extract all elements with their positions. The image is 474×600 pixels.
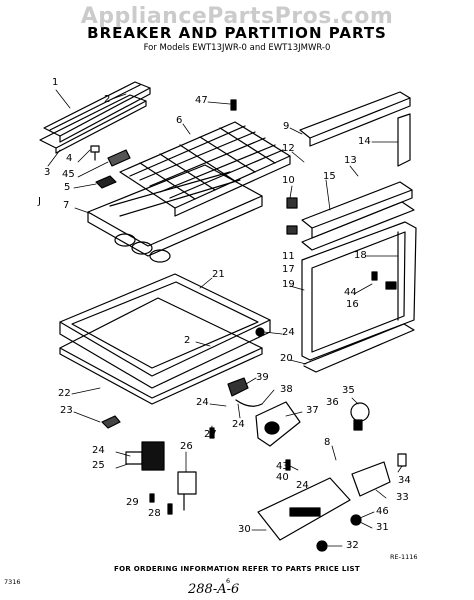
part-5-block	[95, 175, 117, 189]
part-46-knob	[350, 514, 362, 526]
callout-39: 39	[256, 372, 269, 383]
callout-46: 46	[376, 506, 389, 517]
callout-21: 21	[212, 269, 225, 280]
callout-24b: 24	[196, 397, 209, 408]
part-29-screw	[149, 493, 155, 503]
part-30-control-panel	[257, 477, 351, 541]
part-14-trim	[397, 113, 411, 167]
watermark: AppliancePartsPros.com	[80, 4, 394, 29]
figure-code: RE-1116	[390, 553, 418, 561]
callout-10: 10	[282, 175, 295, 186]
callout-2: 2	[104, 94, 111, 105]
part-4-screw	[90, 145, 100, 161]
diagram-subtitle: For Models EWT13JWR-0 and EWT13JMWR-0	[143, 43, 331, 53]
callout-32: 32	[346, 540, 359, 551]
callout-29: 29	[126, 497, 139, 508]
part-11-bracket	[286, 225, 298, 235]
callout-19: 19	[282, 279, 295, 290]
callout-3: 3	[44, 167, 51, 178]
callout-38: 38	[280, 384, 293, 395]
part-9-top-rail	[299, 91, 411, 147]
page-code-left: 7316	[4, 578, 21, 586]
part-22-lower-tray	[59, 297, 263, 405]
part-18-frame	[301, 221, 417, 361]
callout-24a: 24	[282, 327, 295, 338]
callout-15: 15	[323, 171, 336, 182]
part-34-fastener	[397, 453, 407, 467]
part-33-cover	[351, 461, 391, 497]
callout-30: 30	[238, 524, 251, 535]
callout-25: 25	[92, 460, 105, 471]
callout-22: 22	[58, 388, 71, 399]
part-28-screw	[167, 503, 173, 515]
callout-47: 47	[195, 95, 208, 106]
part-7-breaker-assembly	[87, 164, 263, 263]
part-40-screw	[285, 459, 291, 471]
ordering-info-footer: FOR ORDERING INFORMATION REFER TO PARTS …	[114, 565, 360, 573]
part-37-control-housing	[255, 401, 301, 447]
handwritten-note: 288-A-6	[188, 582, 240, 597]
callout-31: 31	[376, 522, 389, 533]
part-26-bracket	[177, 471, 197, 511]
part-15-partition	[301, 181, 415, 251]
callout-16: 16	[346, 299, 359, 310]
part-3-breaker-strip-lower	[39, 94, 147, 154]
part-25-thermostat	[125, 441, 165, 471]
callout-5: 5	[64, 182, 71, 193]
callout-37: 37	[306, 405, 319, 416]
callout-24d: 24	[92, 445, 105, 456]
callout-44: 44	[344, 287, 357, 298]
part-6-grille	[119, 121, 291, 217]
callout-33: 33	[396, 492, 409, 503]
callout-26: 26	[180, 441, 193, 452]
callout-9: 9	[283, 121, 290, 132]
part-39-switch	[227, 377, 249, 397]
callout-2b: 2	[184, 335, 191, 346]
callout-12: 12	[282, 143, 295, 154]
part-24-screw	[255, 327, 265, 337]
callout-13: 13	[344, 155, 357, 166]
callout-20: 20	[280, 353, 293, 364]
part-44-screw	[371, 271, 378, 281]
part-38-wire	[235, 399, 263, 407]
callout-43: 43	[276, 461, 289, 472]
callout-14: 14	[358, 136, 371, 147]
callout-18: 18	[354, 250, 367, 261]
part-20-lower-trim	[303, 323, 415, 373]
part-10-bracket	[286, 197, 298, 209]
callout-4: 4	[66, 153, 73, 164]
callout-j: J	[38, 196, 41, 207]
callout-24e: 24	[296, 480, 309, 491]
callout-27: 27	[204, 429, 217, 440]
callout-23: 23	[60, 405, 73, 416]
callout-7: 7	[63, 200, 70, 211]
part-21-lower-frame	[59, 273, 271, 389]
part-23-clip	[101, 415, 121, 429]
part-35-lamp	[350, 402, 370, 431]
callout-28: 28	[148, 508, 161, 519]
callout-8: 8	[324, 437, 331, 448]
part-45-clip	[107, 149, 131, 167]
part-47-screw	[230, 99, 237, 111]
diagram-title: BREAKER AND PARTITION PARTS	[87, 24, 387, 42]
callout-36: 36	[326, 397, 339, 408]
callout-1: 1	[52, 77, 59, 88]
part-16-clip	[385, 281, 397, 290]
part-32-knob	[316, 540, 328, 552]
callout-34: 34	[398, 475, 411, 486]
callout-24c: 24	[232, 419, 245, 430]
callout-6: 6	[176, 115, 183, 126]
leader-lines	[47, 89, 403, 547]
callout-17: 17	[282, 264, 295, 275]
page-number: 6	[226, 577, 231, 585]
callout-45: 45	[62, 169, 75, 180]
callout-40: 40	[276, 472, 289, 483]
callout-11: 11	[282, 251, 295, 262]
callout-35: 35	[342, 385, 355, 396]
